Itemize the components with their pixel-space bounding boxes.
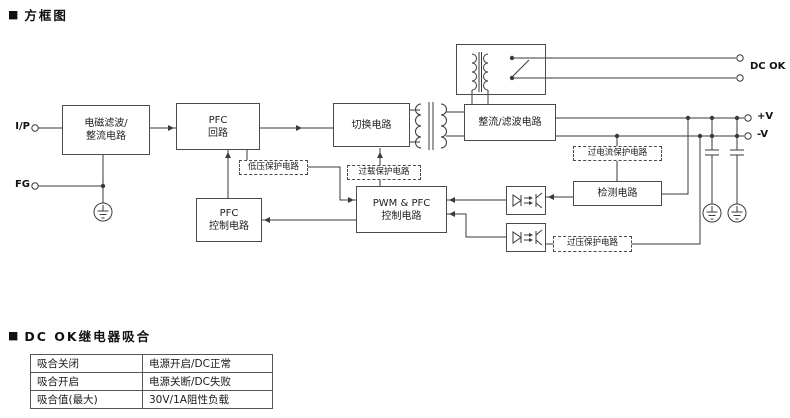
table-cell-value: 30V/1A阻性负载: [142, 390, 273, 409]
section-title: DC OK继电器吸合: [24, 329, 152, 344]
section-title: 方框图: [24, 8, 68, 23]
terminals: [31, 54, 752, 190]
v-minus-label: -V: [757, 129, 769, 140]
block-label: PFC: [219, 208, 239, 219]
pfc-control-block: PFC 控制电路: [196, 198, 262, 242]
junction-dot: [709, 133, 715, 139]
section-header-block-diagram: ■ 方框图: [8, 5, 68, 24]
relay-contact-pivot: [509, 55, 515, 61]
relay-spec-table: 吸合关闭 电源开启/DC正常 吸合开启 电源关断/DC失败 吸合值(最大) 30…: [30, 354, 273, 409]
block-label: 过载保护电路: [358, 166, 410, 177]
arrow-left-icon: [449, 197, 455, 203]
ground-icon: [727, 203, 747, 223]
junction-dot: [734, 133, 740, 139]
transformer-secondary-coil-icon: [440, 103, 447, 149]
capacitor-icon: [704, 149, 720, 156]
black-square-icon: ■: [8, 8, 19, 21]
emi-filter-rectifier-block: 电磁滤波/ 整流电路: [62, 105, 150, 155]
pfc-circuit-block: PFC 回路: [176, 103, 260, 150]
relay-contact-pivot: [509, 75, 515, 81]
arrow-up-icon: [377, 152, 383, 158]
block-label: PWM & PFC: [372, 197, 431, 209]
table-row: 吸合值(最大) 30V/1A阻性负载: [30, 390, 273, 409]
pwm-pfc-control-block: PWM & PFC 控制电路: [356, 186, 447, 233]
under-voltage-protection-block: 低压保护电路: [239, 160, 308, 175]
dc-ok-terminal-circle: [736, 54, 744, 62]
junction-dot: [100, 183, 106, 189]
ground-icon: [93, 202, 113, 222]
optocoupler-box-1: [506, 186, 546, 215]
optocoupler-box-2: [506, 223, 546, 252]
arrow-right-icon: [168, 125, 174, 131]
detection-circuit-block: 检测电路: [573, 181, 662, 206]
input-terminal-circle: [31, 124, 39, 132]
junction-dot: [685, 115, 691, 121]
rectifier-filter-block: 整流/滤波电路: [464, 104, 556, 141]
table-cell-label: 吸合值(最大): [30, 390, 143, 409]
transformer-primary-coil-icon: [415, 103, 422, 149]
v-minus-terminal-circle: [744, 132, 752, 140]
arrow-right-icon: [296, 125, 302, 131]
section-header-dc-ok-relay: ■ DC OK继电器吸合: [8, 326, 151, 345]
wiring-layer: [31, 52, 752, 246]
overload-protection-block: 过载保护电路: [347, 165, 421, 180]
arrow-left-icon: [548, 194, 554, 200]
block-label: 回路: [208, 127, 228, 139]
junction-dot: [614, 133, 620, 139]
relay-contact-icon: [512, 59, 530, 77]
block-label: 控制电路: [209, 221, 249, 232]
arrow-left-icon: [264, 217, 270, 223]
block-label: 整流电路: [86, 131, 126, 142]
ground-icon: [702, 203, 722, 223]
block-label: 低压保护电路: [247, 161, 299, 172]
arrowheads-and-junctions: [100, 55, 740, 223]
black-square-icon: ■: [8, 329, 19, 342]
arrow-up-icon: [225, 152, 231, 158]
block-label: 过压保护电路: [566, 238, 618, 249]
block-label: 电磁滤波/: [84, 118, 128, 129]
arrow-right-icon: [348, 197, 354, 203]
relay-coil-icon: [483, 53, 489, 91]
block-label: 过电流保护电路: [587, 147, 648, 158]
table-cell-label: 吸合开启: [30, 372, 143, 391]
table-row: 吸合关闭 电源开启/DC正常: [30, 354, 273, 373]
switching-circuit-block: 切换电路: [333, 103, 410, 147]
arrow-left-icon: [449, 211, 455, 217]
block-label: 整流/滤波电路: [478, 117, 542, 128]
table-cell-value: 电源关断/DC失败: [142, 372, 273, 391]
dc-ok-terminal-circle: [736, 74, 744, 82]
over-voltage-protection-block: 过压保护电路: [553, 236, 632, 252]
block-label: PFC: [208, 114, 228, 126]
over-current-protection-block: 过电流保护电路: [573, 146, 662, 161]
table-cell-value: 电源开启/DC正常: [142, 354, 273, 373]
input-terminal-label: I/P: [15, 121, 30, 132]
dc-ok-relay-box: [456, 44, 546, 95]
capacitor-icon: [729, 149, 745, 156]
table-cell-label: 吸合关闭: [30, 354, 143, 373]
block-label: 检测电路: [597, 188, 638, 199]
transformer-core-icon: [428, 102, 434, 150]
v-plus-label: +V: [757, 111, 774, 122]
junction-dot: [697, 133, 703, 139]
junction-dot: [709, 115, 715, 121]
block-label: 切换电路: [351, 119, 392, 131]
table-row: 吸合开启 电源关断/DC失败: [30, 372, 273, 391]
v-plus-terminal-circle: [744, 114, 752, 122]
dc-ok-label: DC OK: [750, 61, 786, 72]
block-label: 控制电路: [381, 210, 422, 222]
relay-coil-icon: [471, 53, 477, 91]
junction-dot: [734, 115, 740, 121]
fg-terminal-label: FG: [14, 179, 30, 190]
fg-terminal-circle: [31, 182, 39, 190]
